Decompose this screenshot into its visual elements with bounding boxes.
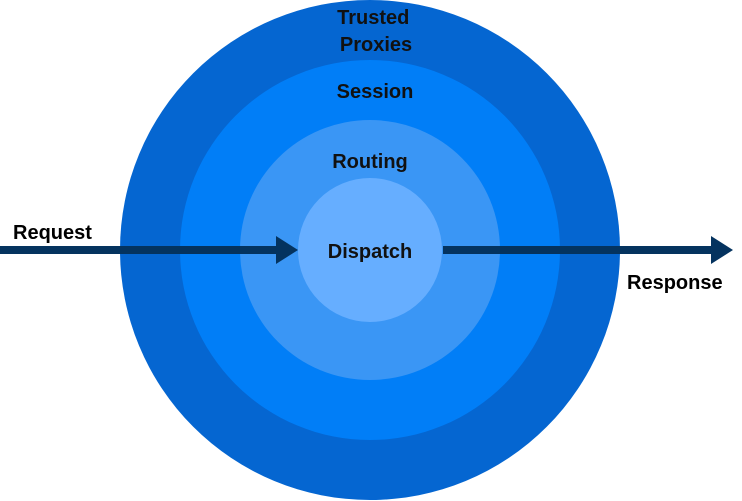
trusted-proxies-label: Trusted Proxies — [337, 7, 415, 56]
dispatch-label: Dispatch — [328, 241, 412, 263]
request-arrow — [0, 236, 298, 264]
trusted-proxies-label-line-2: Proxies — [340, 34, 412, 56]
session-label: Session — [337, 81, 414, 103]
response-arrow — [443, 236, 733, 264]
trusted-proxies-label-line-1: Trusted — [337, 7, 409, 29]
request-label: Request — [13, 222, 92, 244]
routing-label: Routing — [332, 151, 408, 173]
response-label: Response — [627, 272, 723, 294]
dispatch-layer — [298, 178, 442, 322]
